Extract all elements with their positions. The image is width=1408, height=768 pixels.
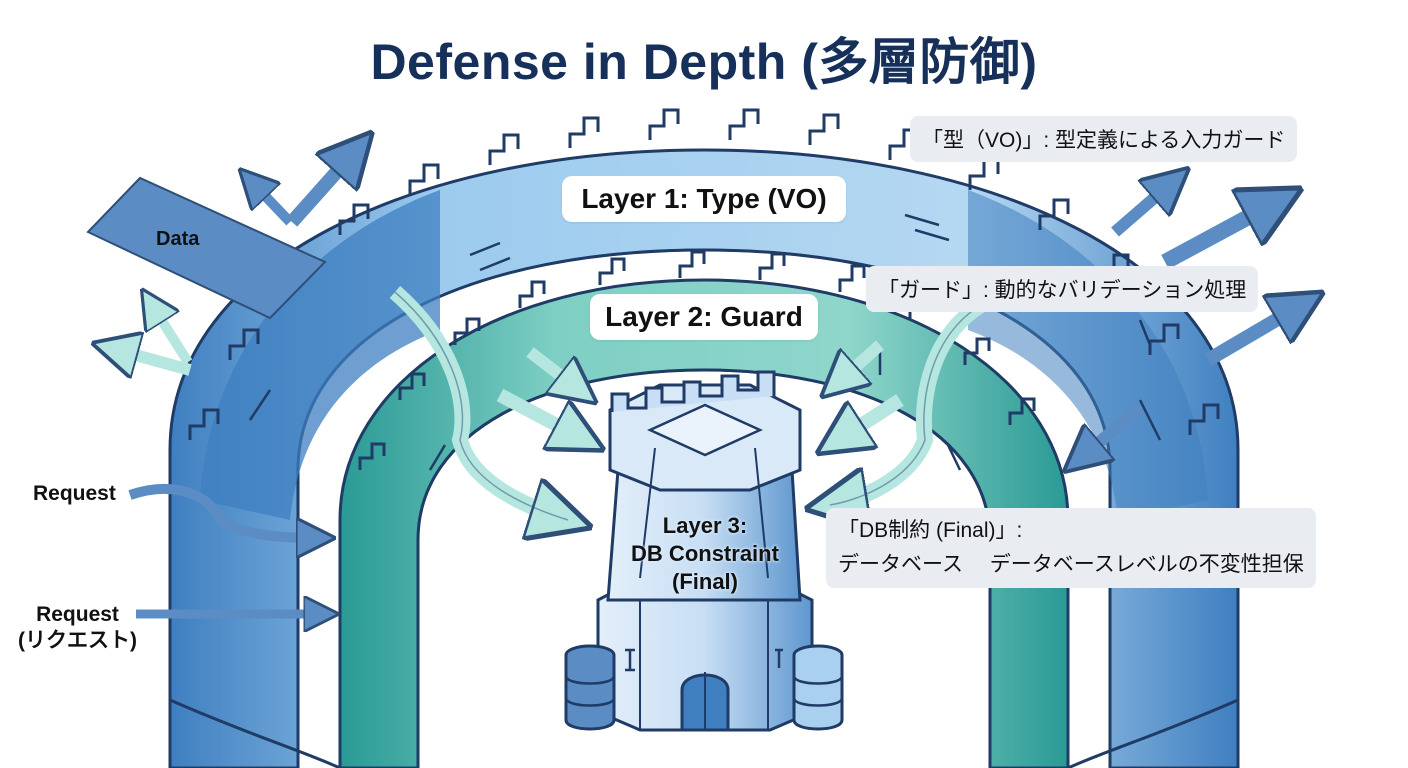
callout-guard: 「ガード」: 動的なバリデーション処理 <box>866 266 1259 312</box>
database-icon-left <box>564 644 616 731</box>
data-label: Data <box>156 228 200 250</box>
callout-db-constraint: 「DB制約 (Final)」: データベース データベースレベルの不変性担保 <box>826 508 1316 588</box>
layer3-label-line2: DB Constraint <box>631 541 779 566</box>
database-icon-right <box>792 644 844 731</box>
layer3-label: Layer 3: DB Constraint (Final) <box>590 512 820 596</box>
request-label-bottom: Request (リクエスト) <box>18 602 137 654</box>
data-block <box>86 176 327 320</box>
layer1-label: Layer 1: Type (VO) <box>562 176 846 222</box>
layer3-label-line1: Layer 3: <box>662 513 748 538</box>
page-title: Defense in Depth (多層防御) <box>370 34 1038 90</box>
request-label-ja: (リクエスト) <box>18 629 137 652</box>
callout-db-line1: 「DB制約 (Final)」: <box>838 519 1023 542</box>
callout-db-line2: データベース データベースレベルの不変性担保 <box>838 553 1304 576</box>
request-label-top: Request <box>33 482 116 505</box>
layer3-label-line3: (Final) <box>672 569 738 594</box>
inbound-arrows <box>128 285 994 614</box>
request-label-en: Request <box>36 603 119 626</box>
callout-type-vo: 「型（VO)」: 型定義による入力ガード <box>910 116 1298 162</box>
deflected-arrows <box>110 148 1305 460</box>
layer2-label: Layer 2: Guard <box>590 294 818 340</box>
